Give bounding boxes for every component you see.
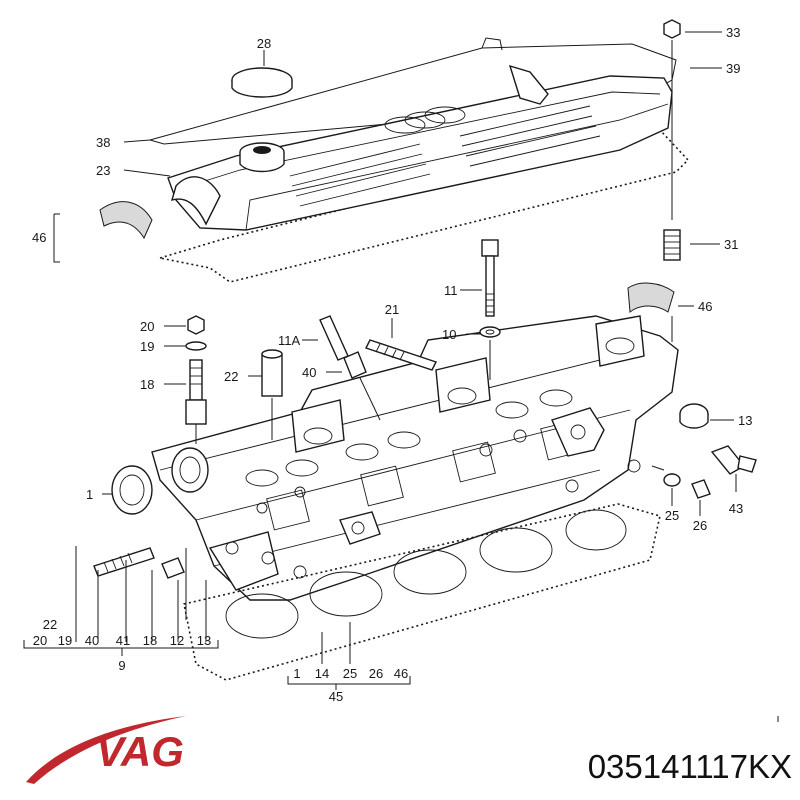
callout-19: 19 — [140, 339, 154, 354]
callout-23: 23 — [96, 163, 110, 178]
group-9-labels: 22 20 19 40 41 18 12 13 9 — [33, 617, 211, 673]
callout-22: 22 — [224, 369, 238, 384]
group-9-item: 20 — [33, 633, 47, 648]
plug-26 — [691, 479, 711, 499]
callout-11A: 11A — [278, 333, 300, 348]
vag-logo: VAG — [26, 716, 186, 784]
group-45-labels: 1 14 25 26 46 45 — [293, 666, 408, 704]
cam-bearings — [291, 315, 645, 453]
washer-10 — [479, 326, 501, 380]
cover-nut-33 — [663, 19, 681, 220]
head-bolt-11 — [481, 239, 499, 317]
sender-43 — [710, 445, 757, 475]
group-45-item: 46 — [394, 666, 408, 681]
valve-seats — [245, 389, 573, 487]
washer-25 — [663, 473, 681, 487]
head-gasket — [183, 503, 661, 681]
callout-10: 10 — [442, 327, 456, 342]
part-number: 035141117KX — [588, 748, 792, 785]
callout-11: 11 — [444, 283, 458, 298]
sleeve-12 — [161, 557, 185, 579]
callout-18: 18 — [140, 377, 154, 392]
callout-28: 28 — [257, 36, 271, 51]
group-45-item: 1 — [293, 666, 300, 681]
nut-20 — [187, 315, 205, 335]
group-45-item: 26 — [369, 666, 383, 681]
group-9-item: 18 — [143, 633, 157, 648]
stud-18 — [185, 359, 207, 444]
group-9-item: 19 — [58, 633, 72, 648]
group-45-item: 14 — [315, 666, 329, 681]
valve-cover — [167, 64, 673, 231]
group-9-item: 12 — [170, 633, 184, 648]
callout-labels: 28 33 39 38 23 46 31 11 46 21 20 11A 10 … — [32, 25, 752, 533]
seal-46-left — [99, 201, 153, 240]
group-9-item: 40 — [85, 633, 99, 648]
callout-26: 26 — [693, 518, 707, 533]
injector-11A — [319, 315, 381, 421]
callout-43: 43 — [729, 501, 743, 516]
logo-text: VAG — [96, 728, 184, 775]
callout-38: 38 — [96, 135, 110, 150]
group-9-top-22: 22 — [43, 617, 57, 632]
callout-33: 33 — [726, 25, 740, 40]
callout-39: 39 — [726, 61, 740, 76]
cover-stud-31 — [663, 229, 681, 261]
group-45-total: 45 — [329, 689, 343, 704]
group-9-item: 13 — [197, 633, 211, 648]
callout-20: 20 — [140, 319, 154, 334]
seal-46-right — [627, 282, 675, 342]
callout-21: 21 — [385, 302, 399, 317]
callout-31: 31 — [724, 237, 738, 252]
oil-filler-cap — [231, 67, 293, 173]
callout-40: 40 — [302, 365, 316, 380]
sleeve-22 — [261, 349, 283, 440]
callout-46-left: 46 — [32, 230, 46, 245]
cylinder-head — [151, 315, 679, 601]
leader-lines — [23, 31, 737, 690]
plug-13 — [679, 403, 709, 429]
callout-13: 13 — [738, 413, 752, 428]
washer-19 — [185, 341, 207, 351]
seal-1 — [111, 447, 209, 515]
callout-1: 1 — [86, 487, 93, 502]
stud-21 — [365, 339, 437, 371]
group-45-item: 25 — [343, 666, 357, 681]
stud-41 — [93, 547, 155, 577]
callout-46-right: 46 — [698, 299, 712, 314]
callout-25: 25 — [665, 508, 679, 523]
group-9-item: 41 — [116, 633, 130, 648]
group-9-total: 9 — [118, 658, 125, 673]
